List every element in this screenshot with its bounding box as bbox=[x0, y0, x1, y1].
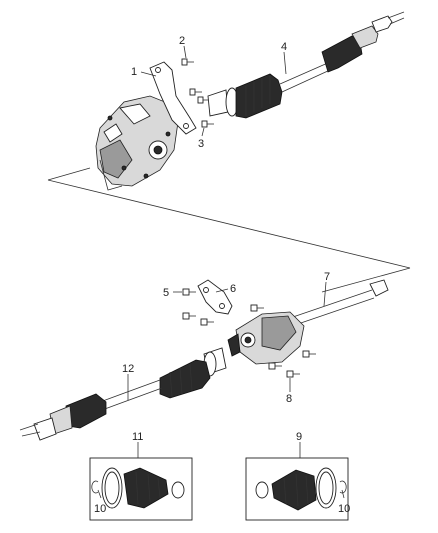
callout-5: 5 bbox=[163, 287, 169, 299]
callout-7: 7 bbox=[324, 271, 330, 283]
bolts-part-8 bbox=[268, 350, 316, 378]
callout-4: 4 bbox=[281, 41, 287, 53]
bolt-lower-right bbox=[250, 304, 264, 312]
callout-11: 11 bbox=[132, 431, 143, 443]
connector-lines bbox=[47, 167, 411, 293]
leader-lines bbox=[97, 45, 345, 499]
bracket-upper bbox=[149, 61, 197, 135]
halfshaft-upper bbox=[207, 11, 405, 119]
callout-9: 9 bbox=[296, 431, 302, 443]
intermediate-shaft bbox=[227, 279, 389, 365]
bolts-upper bbox=[181, 58, 214, 128]
bolts-lower-left bbox=[182, 288, 214, 326]
bracket-lower bbox=[197, 279, 233, 315]
callout-12: 12 bbox=[122, 363, 134, 375]
callout-8: 8 bbox=[286, 393, 292, 405]
halfshaft-lower bbox=[19, 347, 227, 441]
callout-10a: 10 bbox=[94, 503, 106, 515]
callout-6: 6 bbox=[230, 283, 236, 295]
transfer-case-upper bbox=[95, 95, 179, 191]
boot-kit-inner bbox=[245, 457, 349, 521]
callout-10b: 10 bbox=[338, 503, 350, 515]
callout-3: 3 bbox=[198, 138, 204, 150]
callout-2: 2 bbox=[179, 35, 185, 47]
boot-kit-outer bbox=[89, 457, 193, 521]
callout-1: 1 bbox=[131, 66, 137, 78]
